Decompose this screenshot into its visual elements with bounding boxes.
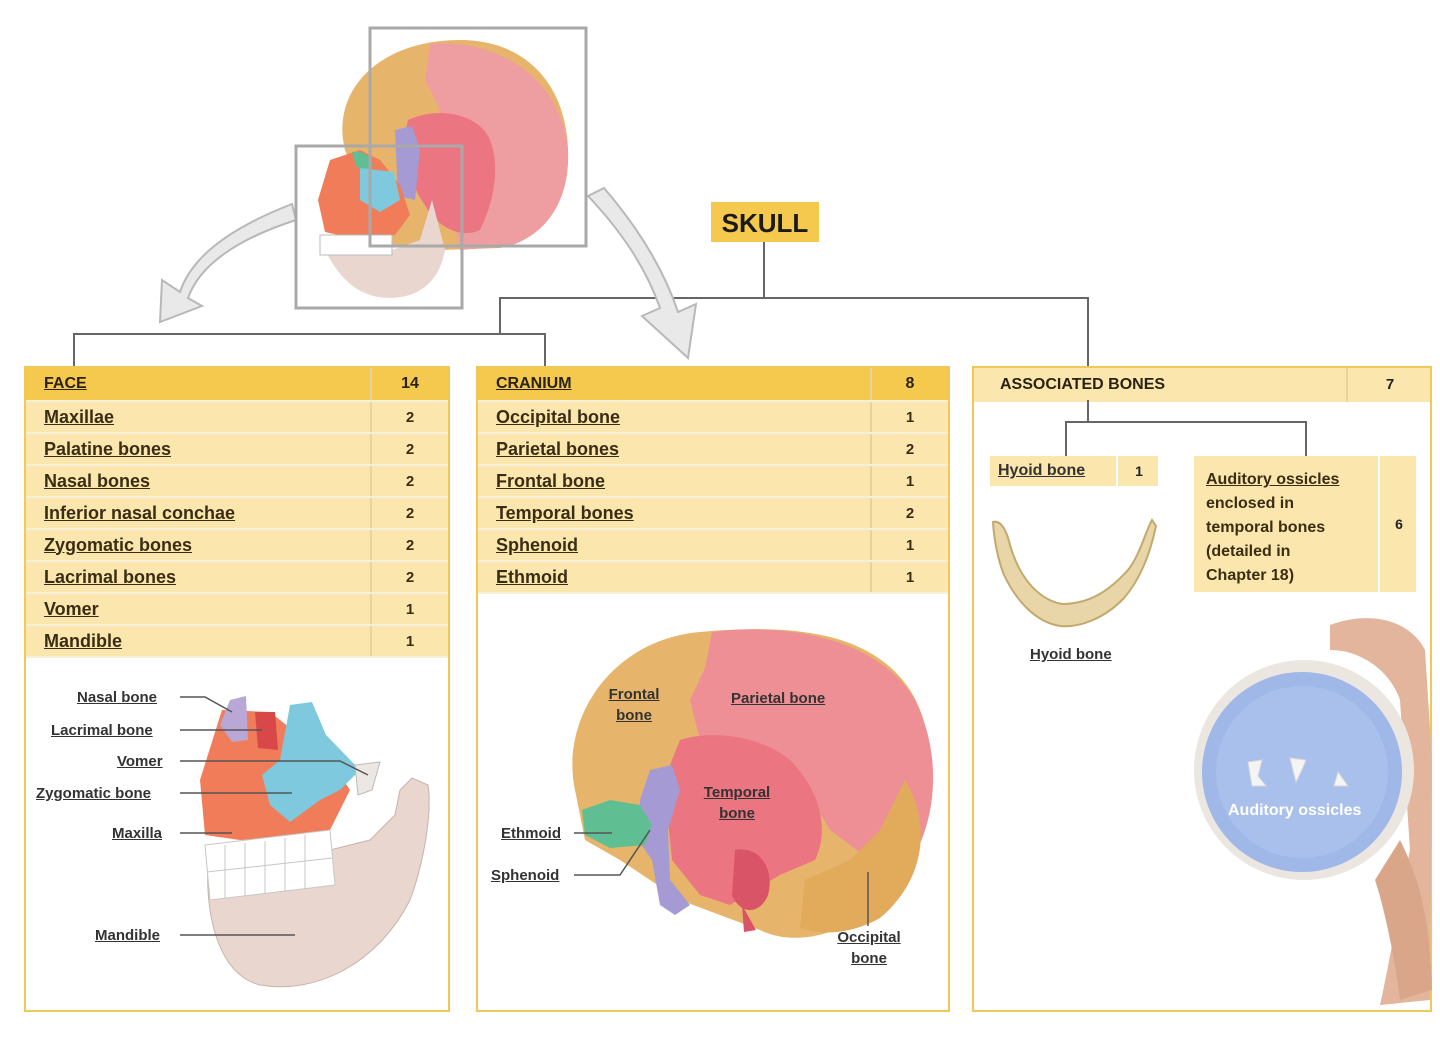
bone-name: Ethmoid — [478, 561, 871, 594]
bone-count: 2 — [370, 401, 448, 434]
skull-title: SKULL — [711, 202, 819, 242]
bone-count: 1 — [370, 625, 448, 658]
mandible-label: Mandible — [95, 927, 161, 944]
bone-name: Lacrimal bones — [26, 561, 371, 594]
bone-count: 1 — [370, 593, 448, 626]
zygomatic-bone-label: Zygomatic bone — [36, 785, 152, 802]
bone-count: 2 — [370, 561, 448, 594]
cranium-header-row: CRANIUM 8 — [478, 368, 948, 402]
maxilla-label: Maxilla — [112, 825, 163, 842]
parietal-bone-label: Parietal bone — [731, 690, 826, 707]
bone-name: Parietal bones — [478, 433, 871, 466]
associated-total-count: 7 — [1346, 368, 1432, 402]
temporal-label-line-1: Temporal — [703, 784, 771, 801]
lacrimal-bone-label: Lacrimal bone — [51, 722, 153, 739]
occipital-label-line-2: bone — [851, 950, 887, 967]
nasal-bone-label: Nasal bone — [77, 689, 158, 706]
ossicles-count: 6 — [1378, 456, 1418, 592]
bone-name: Palatine bones — [26, 433, 371, 466]
ossicles-line-4: (detailed in — [1206, 543, 1291, 560]
bone-count: 2 — [370, 465, 448, 498]
bone-name: Occipital bone — [478, 401, 871, 434]
bone-name: Temporal bones — [478, 497, 871, 530]
bone-count: 2 — [870, 497, 948, 530]
bone-name: Mandible — [26, 625, 371, 658]
associated-header-row: ASSOCIATED BONES 7 — [974, 368, 1430, 402]
bone-count: 2 — [370, 529, 448, 562]
face-total-count: 14 — [370, 368, 448, 402]
bone-count: 1 — [870, 465, 948, 498]
ossicles-line-2: enclosed in — [1206, 495, 1295, 512]
bone-name: Sphenoid — [478, 529, 871, 562]
hyoid-box: Hyoid bone 1 — [990, 456, 1158, 486]
bone-count: 2 — [370, 497, 448, 530]
bone-count: 2 — [370, 433, 448, 466]
bone-count: 2 — [870, 433, 948, 466]
vomer-label: Vomer — [117, 753, 163, 770]
ossicles-text: Auditory ossicles enclosed in temporal b… — [1206, 468, 1339, 588]
occipital-label-line-1: Occipital — [837, 929, 901, 946]
bone-name: Inferior nasal conchae — [26, 497, 371, 530]
bone-count: 1 — [870, 529, 948, 562]
associated-header: ASSOCIATED BONES — [1000, 376, 1166, 393]
bone-name: Zygomatic bones — [26, 529, 371, 562]
face-header: FACE — [26, 368, 371, 402]
bone-name: Maxillae — [26, 401, 371, 434]
hyoid-image-label: Hyoid bone — [1030, 646, 1112, 663]
frontal-label-line-1: Frontal — [608, 686, 660, 703]
ossicles-line-3: temporal bones — [1206, 519, 1326, 536]
cranium-total-count: 8 — [870, 368, 948, 402]
temporal-label-line-2: bone — [719, 805, 755, 822]
ossicles-image-label: Auditory ossicles — [1228, 802, 1362, 819]
arrow-to-face-icon — [158, 202, 298, 324]
bone-name: Frontal bone — [478, 465, 871, 498]
bone-count: 1 — [870, 401, 948, 434]
temporal-bone-label: Temporal bone — [694, 782, 780, 824]
face-header-row: FACE 14 — [26, 368, 448, 402]
hyoid-name: Hyoid bone — [998, 462, 1086, 479]
ossicles-line-1: Auditory ossicles — [1206, 471, 1340, 488]
ossicles-line-5: Chapter 18) — [1206, 567, 1295, 584]
arrow-to-cranium-icon — [586, 186, 698, 361]
ossicles-box: Auditory ossicles enclosed in temporal b… — [1194, 456, 1416, 592]
bone-name: Vomer — [26, 593, 371, 626]
occipital-bone-label: Occipital bone — [826, 927, 912, 969]
hyoid-count: 1 — [1116, 456, 1160, 486]
cranium-header: CRANIUM — [478, 368, 871, 402]
frontal-bone-label: Frontal bone — [596, 684, 672, 726]
frontal-label-line-2: bone — [616, 707, 652, 724]
sphenoid-label: Sphenoid — [491, 867, 560, 884]
bone-count: 1 — [870, 561, 948, 594]
ethmoid-label: Ethmoid — [501, 825, 561, 842]
bone-name: Nasal bones — [26, 465, 371, 498]
